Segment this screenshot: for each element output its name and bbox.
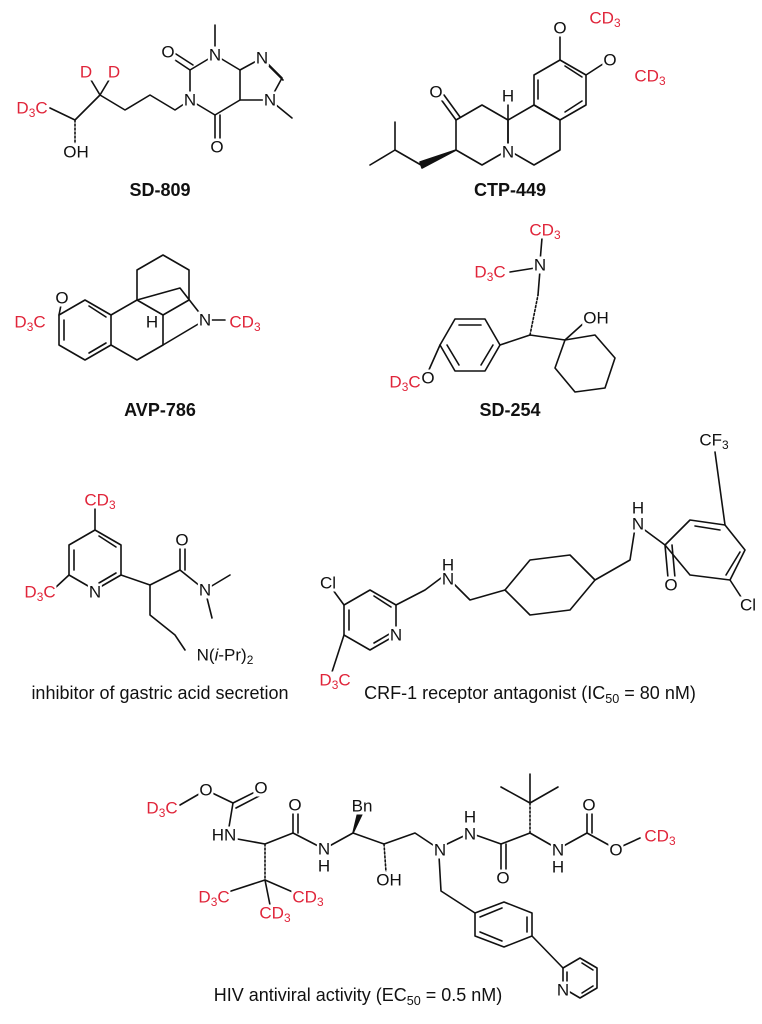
sd254-cd3-top: CD3: [528, 220, 562, 243]
sd254-name: SD-254: [479, 400, 541, 420]
hiv-n3: N: [462, 824, 478, 844]
crf1-n-pyridine: N: [388, 625, 404, 645]
gastric-n-ipr2: N(i-Pr)2: [195, 645, 255, 668]
sd809-d2: D: [106, 62, 122, 82]
avp786-d3c: D3C: [13, 312, 47, 335]
gastric-cd3: CD3: [83, 490, 117, 513]
hiv-h2: H: [462, 807, 478, 827]
ctp449-n: N: [500, 142, 516, 162]
crf1-nh2-n: N: [630, 514, 646, 534]
hiv-oh: OH: [375, 870, 403, 890]
ctp449-o2: O: [602, 50, 618, 70]
ctp449-bonds: [369, 34, 607, 169]
hiv-d3c-1: D3C: [145, 798, 179, 821]
crf1-nh1-n: N: [440, 569, 456, 589]
hiv-o2: O: [253, 778, 269, 798]
hiv-o3: O: [287, 795, 303, 815]
gastric-d3c: D3C: [23, 582, 57, 605]
hiv-bonds: [179, 773, 641, 999]
sd254-o: O: [420, 368, 436, 388]
ctp449-cd3-2: CD3: [633, 66, 667, 89]
crf1-bonds: [331, 451, 746, 673]
crf1-nh2-h: H: [630, 498, 646, 518]
hiv-h4: H: [550, 857, 566, 877]
hiv-h1: H: [316, 856, 332, 876]
hiv-cd3-3: CD3: [258, 903, 292, 926]
gastric-inhibitor-bonds: [54, 507, 231, 651]
hiv-d3c-2: D3C: [197, 887, 231, 910]
hiv-bn: Bn: [350, 796, 374, 816]
crf1-cl2: Cl: [738, 595, 758, 615]
sd254-bonds: [427, 237, 616, 393]
sd809-name: SD-809: [129, 180, 191, 200]
sd254-oh: OH: [582, 308, 610, 328]
hiv-hn: HN: [210, 825, 238, 845]
crf1-o: O: [663, 575, 679, 595]
sd809-o1: O: [160, 42, 176, 62]
sd809-n3: N: [207, 45, 223, 65]
hiv-caption: HIV antiviral activity (EC50 = 0.5 nM): [213, 985, 503, 1008]
avp786-h: H: [144, 312, 160, 332]
crf1-nh1-h: H: [440, 555, 456, 575]
ctp449-cd3-1: CD3: [588, 8, 622, 31]
sd254-d3c-n: D3C: [473, 262, 507, 285]
hiv-n4: N: [550, 840, 566, 860]
sd809-oh: OH: [62, 142, 90, 162]
sd809-d1: D: [78, 62, 94, 82]
sd809-d3c: D3C: [15, 98, 49, 121]
hiv-n2: N: [432, 840, 448, 860]
hiv-n1: N: [316, 839, 332, 859]
sd809-n7: N: [262, 90, 278, 110]
ctp449-name: CTP-449: [473, 180, 547, 200]
crf1-cl1: Cl: [318, 573, 338, 593]
hiv-o6: O: [608, 840, 624, 860]
hiv-o4: O: [495, 868, 511, 888]
avp786-n: N: [197, 310, 213, 330]
hiv-cd3-1: CD3: [643, 826, 677, 849]
ctp449-o1: O: [552, 18, 568, 38]
avp786-o: O: [54, 288, 70, 308]
sd809-n1: N: [182, 90, 198, 110]
sd809-o2: O: [209, 137, 225, 157]
ctp449-h: H: [500, 86, 516, 106]
hiv-o1: O: [198, 780, 214, 800]
sd254-n: N: [532, 255, 548, 275]
crf1-cf3: CF3: [698, 430, 730, 453]
avp786-cd3: CD3: [228, 312, 262, 335]
hiv-cd3-2: CD3: [291, 887, 325, 910]
gastric-o: O: [174, 530, 190, 550]
avp786-name: AVP-786: [124, 400, 196, 420]
sd809-n9: N: [254, 48, 270, 68]
hiv-o5: O: [581, 795, 597, 815]
gastric-caption: inhibitor of gastric acid secretion: [31, 683, 289, 703]
gastric-n-amide: N: [197, 580, 213, 600]
hiv-n-pyridine: N: [555, 980, 571, 1000]
sd254-d3c-o: D3C: [388, 372, 422, 395]
crf1-d3c: D3C: [318, 670, 352, 693]
ctp449-o-ketone: O: [428, 82, 444, 102]
crf1-caption: CRF-1 receptor antagonist (IC50 = 80 nM): [364, 683, 696, 706]
gastric-n-pyridine: N: [87, 582, 103, 602]
avp786-bonds: [58, 254, 226, 361]
